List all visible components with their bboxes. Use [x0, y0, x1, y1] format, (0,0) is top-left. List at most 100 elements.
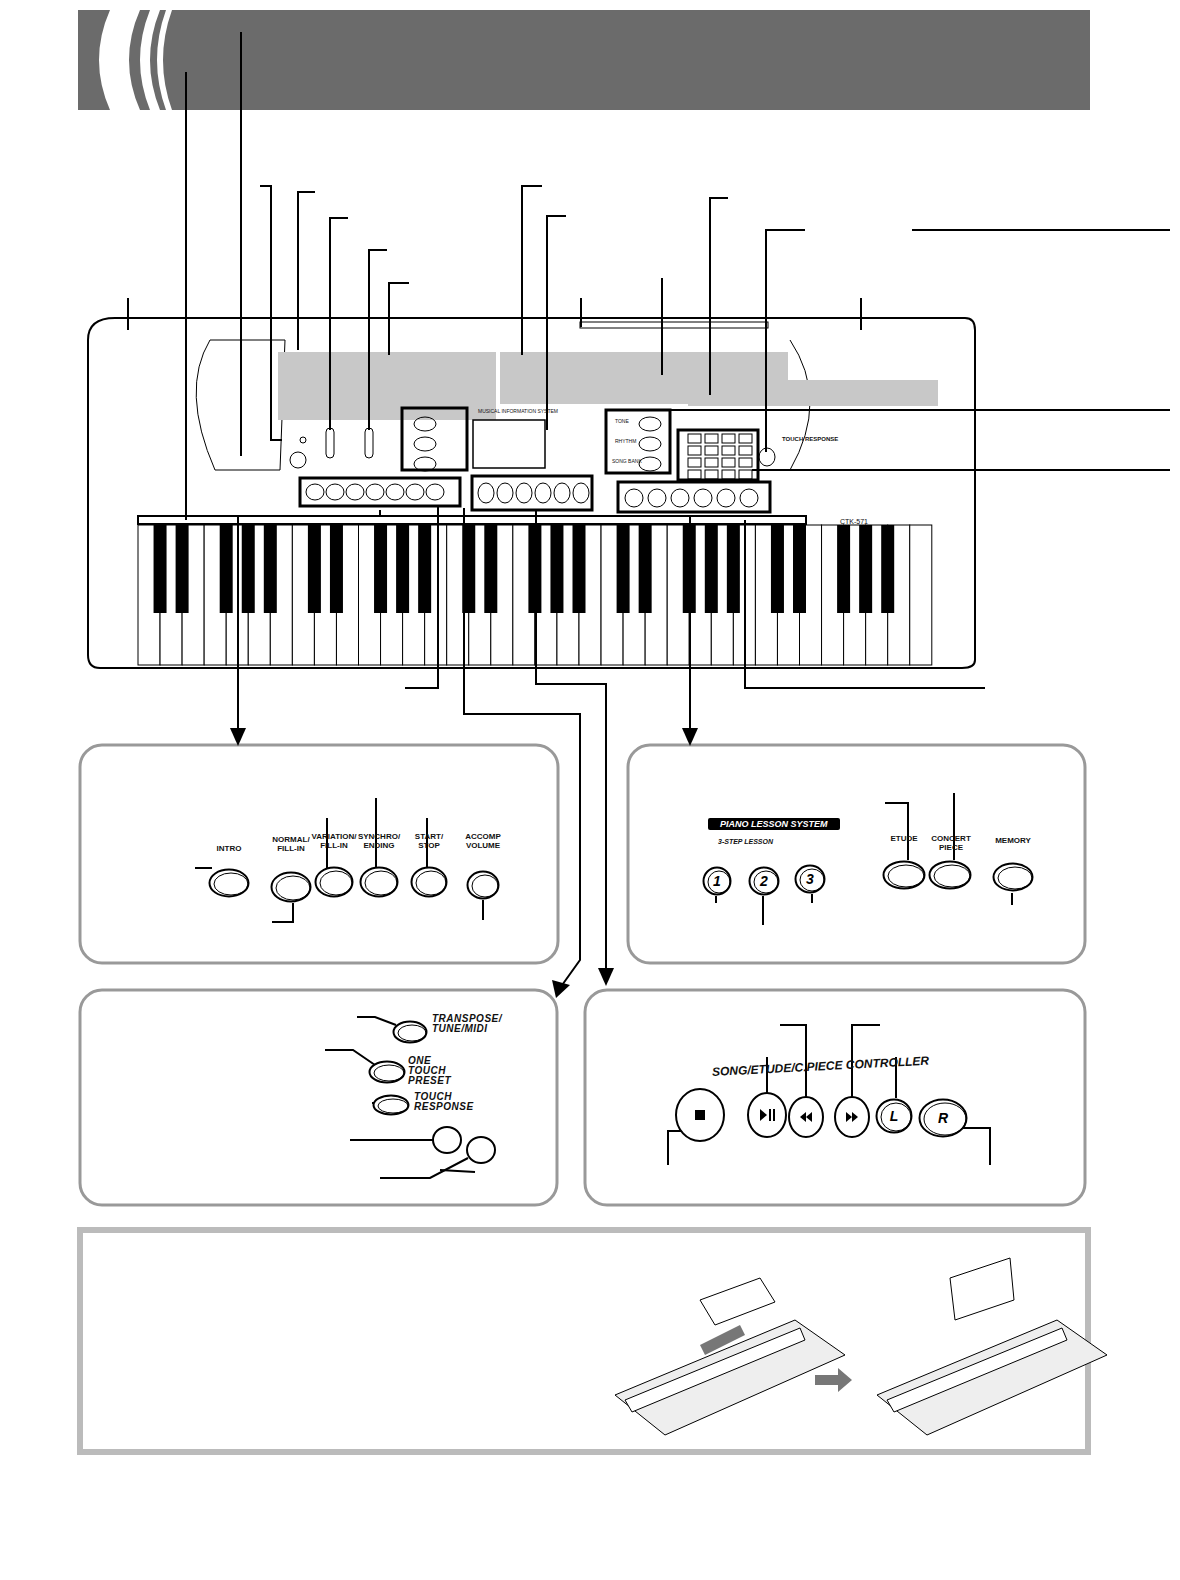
button-label: L: [875, 1098, 913, 1134]
leader-line: [547, 216, 566, 430]
panel-button: [694, 489, 712, 507]
leader-line: [860, 298, 862, 330]
number-key: [705, 434, 718, 443]
button-ellipse: [374, 1096, 409, 1115]
panel-print: [688, 380, 938, 406]
button-label: VARIATION/ FILL-IN: [308, 832, 360, 850]
leader-line: [885, 803, 908, 860]
number-key: [688, 446, 701, 455]
highlight-frame: [300, 478, 460, 506]
arrow-head: [230, 728, 246, 746]
panel-label: 3-STEP LESSON: [718, 838, 773, 845]
black-key: [727, 525, 740, 613]
button-rim: [398, 1025, 426, 1041]
black-key: [242, 525, 255, 613]
panel-button: [414, 417, 436, 431]
button-outline: [314, 866, 354, 898]
button-rim: [378, 1099, 408, 1113]
button-ellipse: [468, 872, 499, 899]
leader-line: [957, 1128, 990, 1165]
leader-line: [357, 1017, 396, 1025]
leader-line: [670, 409, 1170, 411]
black-key: [220, 525, 233, 613]
panel-label: SONG BANK: [612, 458, 642, 464]
number-key: [722, 446, 735, 455]
panel-button: [671, 489, 689, 507]
highlight-frame: [472, 476, 592, 510]
control-button: [789, 1097, 823, 1137]
button-outline: [466, 870, 500, 900]
black-key: [396, 525, 409, 613]
button-label: TOUCH RESPONSE: [414, 1092, 484, 1112]
panel-button: [426, 484, 444, 500]
number-key: [705, 446, 718, 455]
leader-line: [330, 218, 348, 430]
slider: [365, 428, 373, 458]
button-ellipse: [370, 1062, 405, 1083]
button-label: ETUDE: [884, 834, 924, 843]
number-key: [739, 458, 752, 467]
button-label: SYNCHRO/ ENDING: [353, 832, 405, 850]
button-ellipse: [361, 868, 398, 897]
labeled-button: CONCERT PIECE: [928, 860, 972, 890]
panel-button: [639, 437, 661, 451]
leader-line: [912, 229, 1170, 231]
arrow-head: [682, 728, 698, 746]
labeled-button: ETUDE: [882, 860, 926, 890]
labeled-button: START/ STOP: [410, 866, 448, 898]
leader-line: [380, 1158, 468, 1178]
power-button: [290, 452, 306, 468]
panel-print: [278, 352, 496, 420]
labeled-button: TRANSPOSE/ TUNE/MIDI: [392, 1020, 428, 1044]
leader-line: [710, 198, 728, 395]
labeled-button: MEMORY: [992, 862, 1034, 892]
leader-line: [752, 469, 1170, 471]
button-outline: [392, 1020, 428, 1044]
panel-box: [585, 990, 1085, 1205]
panel-button: [406, 484, 424, 500]
highlight-frame: [678, 430, 758, 480]
button-rim: [934, 865, 970, 887]
pointer-line: [689, 515, 691, 728]
button: R: [918, 1098, 968, 1138]
black-key: [639, 525, 652, 613]
button-outline: [359, 866, 399, 898]
panel-label: TOUCH RESPONSE: [782, 436, 838, 442]
pause-icon: [769, 1109, 771, 1121]
panel-label: CTK-571: [840, 518, 868, 525]
black-key: [771, 525, 784, 613]
panel-button: [625, 489, 643, 507]
button-label: INTRO: [206, 844, 252, 853]
panel-button: [306, 484, 324, 500]
pointer-line: [536, 510, 606, 968]
display: [473, 420, 545, 468]
leader-line: [260, 186, 282, 440]
button-rim: [214, 873, 248, 895]
black-key: [154, 525, 167, 613]
panel-button: [516, 483, 532, 503]
highlight-frame: [606, 410, 670, 473]
leader-line: [272, 903, 293, 922]
button-label: 2: [748, 866, 780, 896]
black-key: [573, 525, 586, 613]
button-ellipse: [930, 862, 971, 889]
panel-label: TONE: [615, 418, 629, 424]
button: 3: [794, 864, 826, 894]
panel-button: [497, 483, 513, 503]
leader-line: [715, 896, 717, 903]
pointer-line: [238, 510, 380, 728]
leader-line: [762, 896, 764, 925]
black-key: [881, 525, 894, 613]
stop-icon: [695, 1110, 705, 1120]
rew-icon: [800, 1112, 806, 1122]
button-rim: [320, 871, 352, 895]
button-ellipse: [316, 868, 353, 897]
black-key: [617, 525, 630, 613]
black-key: [330, 525, 343, 613]
labeled-button: VARIATION/ FILL-IN: [314, 866, 354, 898]
panel-button: [740, 489, 758, 507]
keyboard-sketch: [615, 1320, 845, 1435]
number-key: [705, 458, 718, 467]
number-key: [739, 446, 752, 455]
